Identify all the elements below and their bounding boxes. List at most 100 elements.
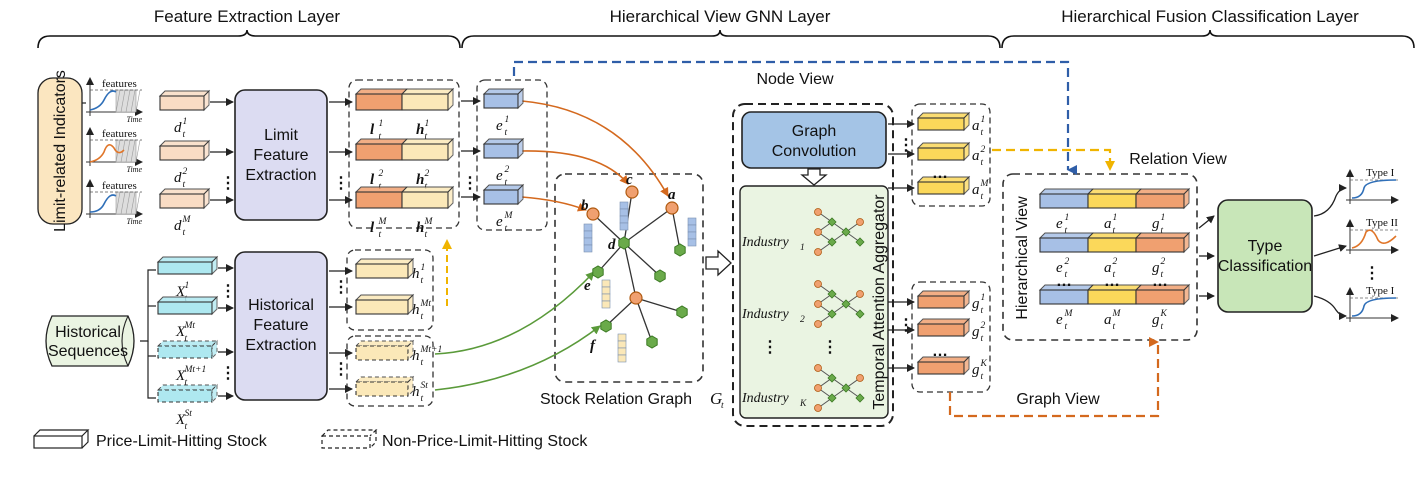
hist-h-label-3-base: h: [412, 348, 420, 364]
node-feature-cell: [601, 300, 611, 309]
indicator-chart-2-hatch-line: [115, 139, 121, 163]
fusion-block-2-face-0: [1039, 237, 1089, 253]
indicator-block-1-side: [203, 89, 210, 112]
limit-feature-extraction-module: Limit Feature Extraction: [234, 89, 328, 221]
fusion-e-label-2-sup: 2: [1065, 257, 1070, 267]
tree-node: [855, 309, 865, 319]
historical-block-2-top-0: [156, 296, 219, 303]
historical-block-1-top-0: [156, 256, 219, 263]
node-view-block-1-face-0: [917, 117, 965, 131]
indicator-block-1: [158, 89, 211, 112]
l-label-1-sub: t: [379, 132, 382, 142]
embedding-block-1-side: [517, 87, 524, 110]
d-label-3-base: d: [174, 218, 182, 234]
hist-feature-block-3-face-0: [355, 345, 409, 361]
output-chart-type-1-curve: [1351, 179, 1397, 199]
output-chart-type-1: Type I: [1346, 167, 1399, 204]
x-label-4-base: X: [175, 412, 186, 428]
fusion-a-label-3-sup: M: [1112, 309, 1122, 319]
historical-block-4-top-0: [156, 384, 219, 391]
hist-h-label-4-base: h: [412, 384, 420, 400]
hist-h-label-1-sup: 1: [421, 263, 426, 273]
embedding-block-2-side: [517, 137, 524, 160]
node-feature-cell: [687, 231, 697, 240]
graph-convolution-module: Graph Convolution: [741, 111, 887, 169]
node-view-block-3-face-0: [917, 181, 965, 195]
h-label-3-sub: t: [425, 230, 428, 240]
fusion-block-2-face-2: [1135, 237, 1185, 253]
x-label-2-sup: Mt: [184, 321, 196, 331]
conv-to-aggregator-arrow: [800, 168, 828, 186]
hist-feature-block-3-side: [407, 339, 414, 362]
historical-block-2: [156, 295, 219, 316]
e-label-3-sup: M: [504, 211, 514, 221]
historical-block-1: [156, 255, 219, 276]
tree-node: [814, 280, 822, 288]
d-label-2-sup: 2: [183, 167, 188, 177]
graph-node-label-f: f: [590, 338, 597, 354]
limit-feature-block-2: [354, 137, 455, 162]
d-label-1-sup: 1: [183, 117, 188, 127]
g-label-2-sup: 2: [981, 321, 986, 331]
fusion-block-1-top-2: [1134, 188, 1191, 195]
historical-block-4: [156, 383, 219, 404]
hierarchical-view-container: [1002, 173, 1198, 341]
graph-symbol: G: [710, 389, 722, 408]
tree-node: [827, 309, 837, 319]
fusion-a-label-2-base: a: [1104, 260, 1112, 276]
graph-view-block-3: [916, 355, 971, 376]
a-label-2-sup: 2: [981, 145, 986, 155]
embedding-container: [476, 79, 548, 231]
limit-related-indicators: Limit-related Indicators: [37, 70, 83, 232]
hist-feature-block-2-face-0: [355, 299, 409, 315]
e-label-1-sup: 1: [505, 115, 510, 125]
e-label-3-base: e: [496, 214, 503, 230]
hist-features-container: [346, 249, 434, 331]
l-label-3-sub: t: [379, 230, 382, 240]
tree-node: [814, 384, 822, 392]
cls-to-type-1: [1313, 184, 1347, 217]
node-view-hdots: …: [932, 165, 948, 182]
node-feature-cell: [687, 224, 697, 233]
output-ellipsis: ⋮: [1364, 265, 1380, 282]
node-feature-cell: [619, 201, 629, 210]
temporal-attention-aggregator-label: Temporal Attention Aggregator: [871, 194, 888, 410]
graph-view-block-3-side: [963, 355, 970, 376]
section-headers: Feature Extraction Layer Hierarchical Vi…: [37, 7, 1415, 49]
embedding-block-2: [482, 137, 525, 160]
graph-edge-m-g2: [635, 297, 683, 313]
indicator-ellipsis: ⋮: [220, 175, 236, 192]
indicator-chart-3-hatch-line: [115, 191, 121, 215]
graph-view-hdots: …: [932, 343, 948, 360]
output-chart-type-3-curve: [1351, 297, 1397, 317]
hist-feature-block-4: [354, 375, 415, 398]
graph-node-label-a: a: [668, 187, 676, 203]
a-label-3-sub: t: [981, 192, 984, 202]
limit-feature-block-1-top-0: [354, 88, 409, 95]
tree-node: [827, 217, 837, 227]
indicator-chart-3-time-label: Time: [126, 217, 142, 226]
l-label-3-base: l: [370, 220, 375, 236]
node-feature-bar-2: [619, 201, 629, 231]
fusion-e-label-1-sup: 1: [1065, 213, 1070, 223]
g-label-2-sub: t: [981, 334, 984, 344]
a-label-3-sup: M: [980, 179, 990, 189]
graph-view-block-1-face-0: [917, 295, 965, 309]
e-label-2-sub: t: [505, 178, 508, 188]
legend: Price-Limit-Hitting Stock Non-Price-Limi…: [33, 429, 588, 450]
d-label-2-base: d: [174, 170, 182, 186]
output-chart-type-3-type-label: Type I: [1366, 285, 1395, 297]
node-feature-cell: [617, 340, 627, 349]
graph-conv-line-2: Convolution: [772, 143, 857, 160]
section-brace-gnn: [461, 29, 1001, 49]
